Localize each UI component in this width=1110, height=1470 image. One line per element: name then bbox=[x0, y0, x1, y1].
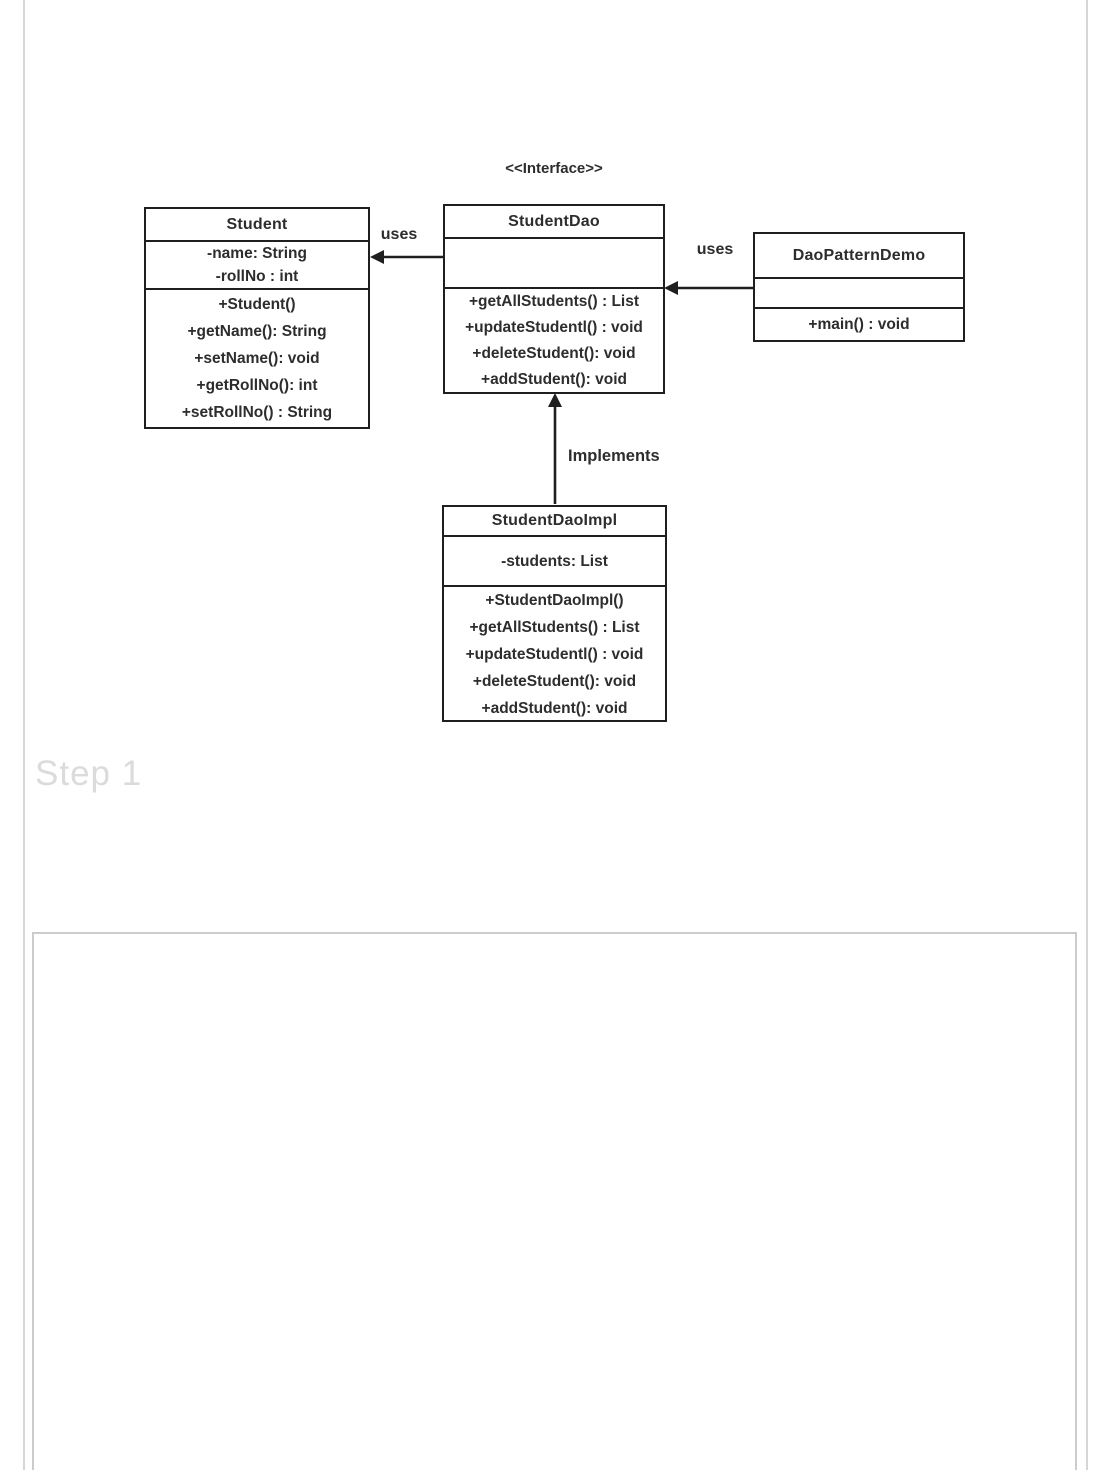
member-line: -students: List bbox=[501, 552, 608, 570]
step-heading: Step 1 bbox=[35, 754, 143, 793]
uses-label-studentdao-to-student: uses bbox=[380, 226, 418, 243]
member-line: +getAllStudents() : List bbox=[468, 293, 640, 310]
methods-section: +StudentDaoImpl() +getAllStudents() : Lis… bbox=[444, 585, 665, 722]
member-line: +updateStudentl() : void bbox=[465, 646, 644, 663]
member-line: +addStudent(): void bbox=[481, 371, 627, 388]
member-line: +setRollNo() : String bbox=[181, 404, 333, 421]
methods-section: +Student() +getName(): String +setName(): … bbox=[146, 288, 368, 427]
member-line: +deleteStudent(): void bbox=[472, 673, 637, 690]
member-line: +main() : void bbox=[808, 316, 910, 333]
member-line: +deleteStudent(): void bbox=[472, 345, 636, 362]
class-title: DaoPatternDemo bbox=[792, 246, 926, 264]
attributes-section: -name: String -rollNo : int bbox=[146, 240, 368, 288]
uses-label-demo-to-studentdao: uses bbox=[696, 241, 734, 258]
uses-arrow-studentdao-to-student bbox=[370, 250, 443, 264]
empty-content-panel bbox=[32, 932, 1077, 1470]
uml-class-student: Student -name: String -rollNo : int +Stud… bbox=[144, 207, 370, 429]
attributes-section bbox=[445, 237, 663, 287]
implements-label: Implements bbox=[568, 447, 660, 465]
class-title: Student bbox=[226, 215, 288, 233]
member-line: +Student() bbox=[218, 296, 296, 313]
member-line: +getRollNo(): int bbox=[196, 377, 318, 394]
class-title: StudentDao bbox=[508, 212, 600, 230]
member-line: +getAllStudents() : List bbox=[469, 619, 640, 636]
member-line: +addStudent(): void bbox=[481, 700, 628, 717]
page-right-border bbox=[1086, 0, 1088, 1470]
member-line: -name: String bbox=[207, 245, 307, 262]
methods-section: +getAllStudents() : List +updateStudentl(… bbox=[445, 287, 663, 393]
member-line: -rollNo : int bbox=[215, 268, 299, 285]
member-line: +getName(): String bbox=[187, 323, 327, 340]
methods-section: +main() : void bbox=[755, 307, 963, 340]
member-line: +setName(): void bbox=[194, 350, 320, 367]
member-line: +StudentDaoImpl() bbox=[485, 592, 624, 609]
member-line: +updateStudentl() : void bbox=[465, 319, 643, 336]
page-left-border bbox=[23, 0, 25, 1470]
class-title: StudentDaoImpl bbox=[491, 512, 618, 529]
implements-arrow-impl-to-studentdao bbox=[548, 393, 562, 504]
attributes-section bbox=[755, 277, 963, 307]
uml-class-daopatterndemo: DaoPatternDemo +main() : void bbox=[753, 232, 965, 342]
uml-class-studentdaoimpl: StudentDaoImpl -students: List +StudentD… bbox=[442, 505, 667, 722]
interface-stereotype-label: <<Interface>> bbox=[505, 160, 603, 177]
attributes-section: -students: List bbox=[444, 535, 665, 585]
uml-class-studentdao: StudentDao +getAllStudents() : List +upda… bbox=[443, 204, 665, 394]
uses-arrow-demo-to-studentdao bbox=[664, 281, 753, 295]
